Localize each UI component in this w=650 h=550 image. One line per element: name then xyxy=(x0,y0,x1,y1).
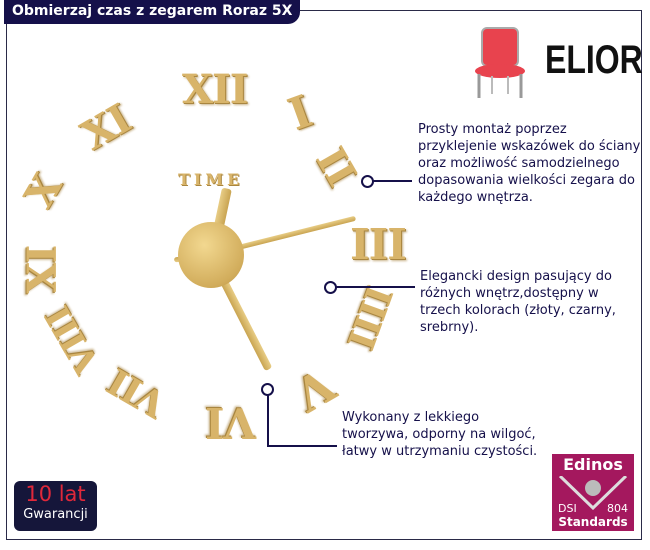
time-label: TIME xyxy=(178,170,244,189)
brand-name: ELIOR xyxy=(545,38,643,82)
callout-dot-1 xyxy=(361,175,374,188)
callout-2: Elegancki design pasujący do różnych wnę… xyxy=(420,269,616,335)
clock-hub xyxy=(178,222,244,288)
warranty-years: 10 lat xyxy=(25,482,86,506)
callout-1: Prosty montaż poprzez przyklejenie wskaz… xyxy=(418,122,641,205)
numeral-3: III xyxy=(350,220,407,269)
callout-line-3-v xyxy=(267,395,269,446)
warranty-badge: 10 lat Gwarancji xyxy=(14,481,97,531)
callout-line-2 xyxy=(335,286,415,288)
chair-icon xyxy=(475,27,525,98)
content-frame xyxy=(6,10,642,540)
warranty-label: Gwarancji xyxy=(23,507,88,522)
certificate-top: Edinos xyxy=(563,455,623,474)
certificate-badge: Edinos DSI 804 Standards xyxy=(552,454,634,531)
certificate-emblem-icon xyxy=(558,476,628,510)
callout-line-1 xyxy=(372,180,412,182)
numeral-9: IX xyxy=(16,244,64,293)
numeral-12: XII xyxy=(182,66,248,113)
title-tab: Obmierzaj czas z zegarem Roraz 5X xyxy=(4,0,301,24)
callout-3: Wykonany z lekkiego tworzywa, odporny na… xyxy=(342,410,538,459)
callout-line-3-h xyxy=(267,445,337,447)
certificate-right: 804 xyxy=(607,502,628,515)
callout-dot-2 xyxy=(324,281,337,294)
certificate-left: DSI xyxy=(558,502,577,515)
numeral-6: VI xyxy=(206,398,257,447)
certificate-bottom: Standards xyxy=(558,515,628,529)
